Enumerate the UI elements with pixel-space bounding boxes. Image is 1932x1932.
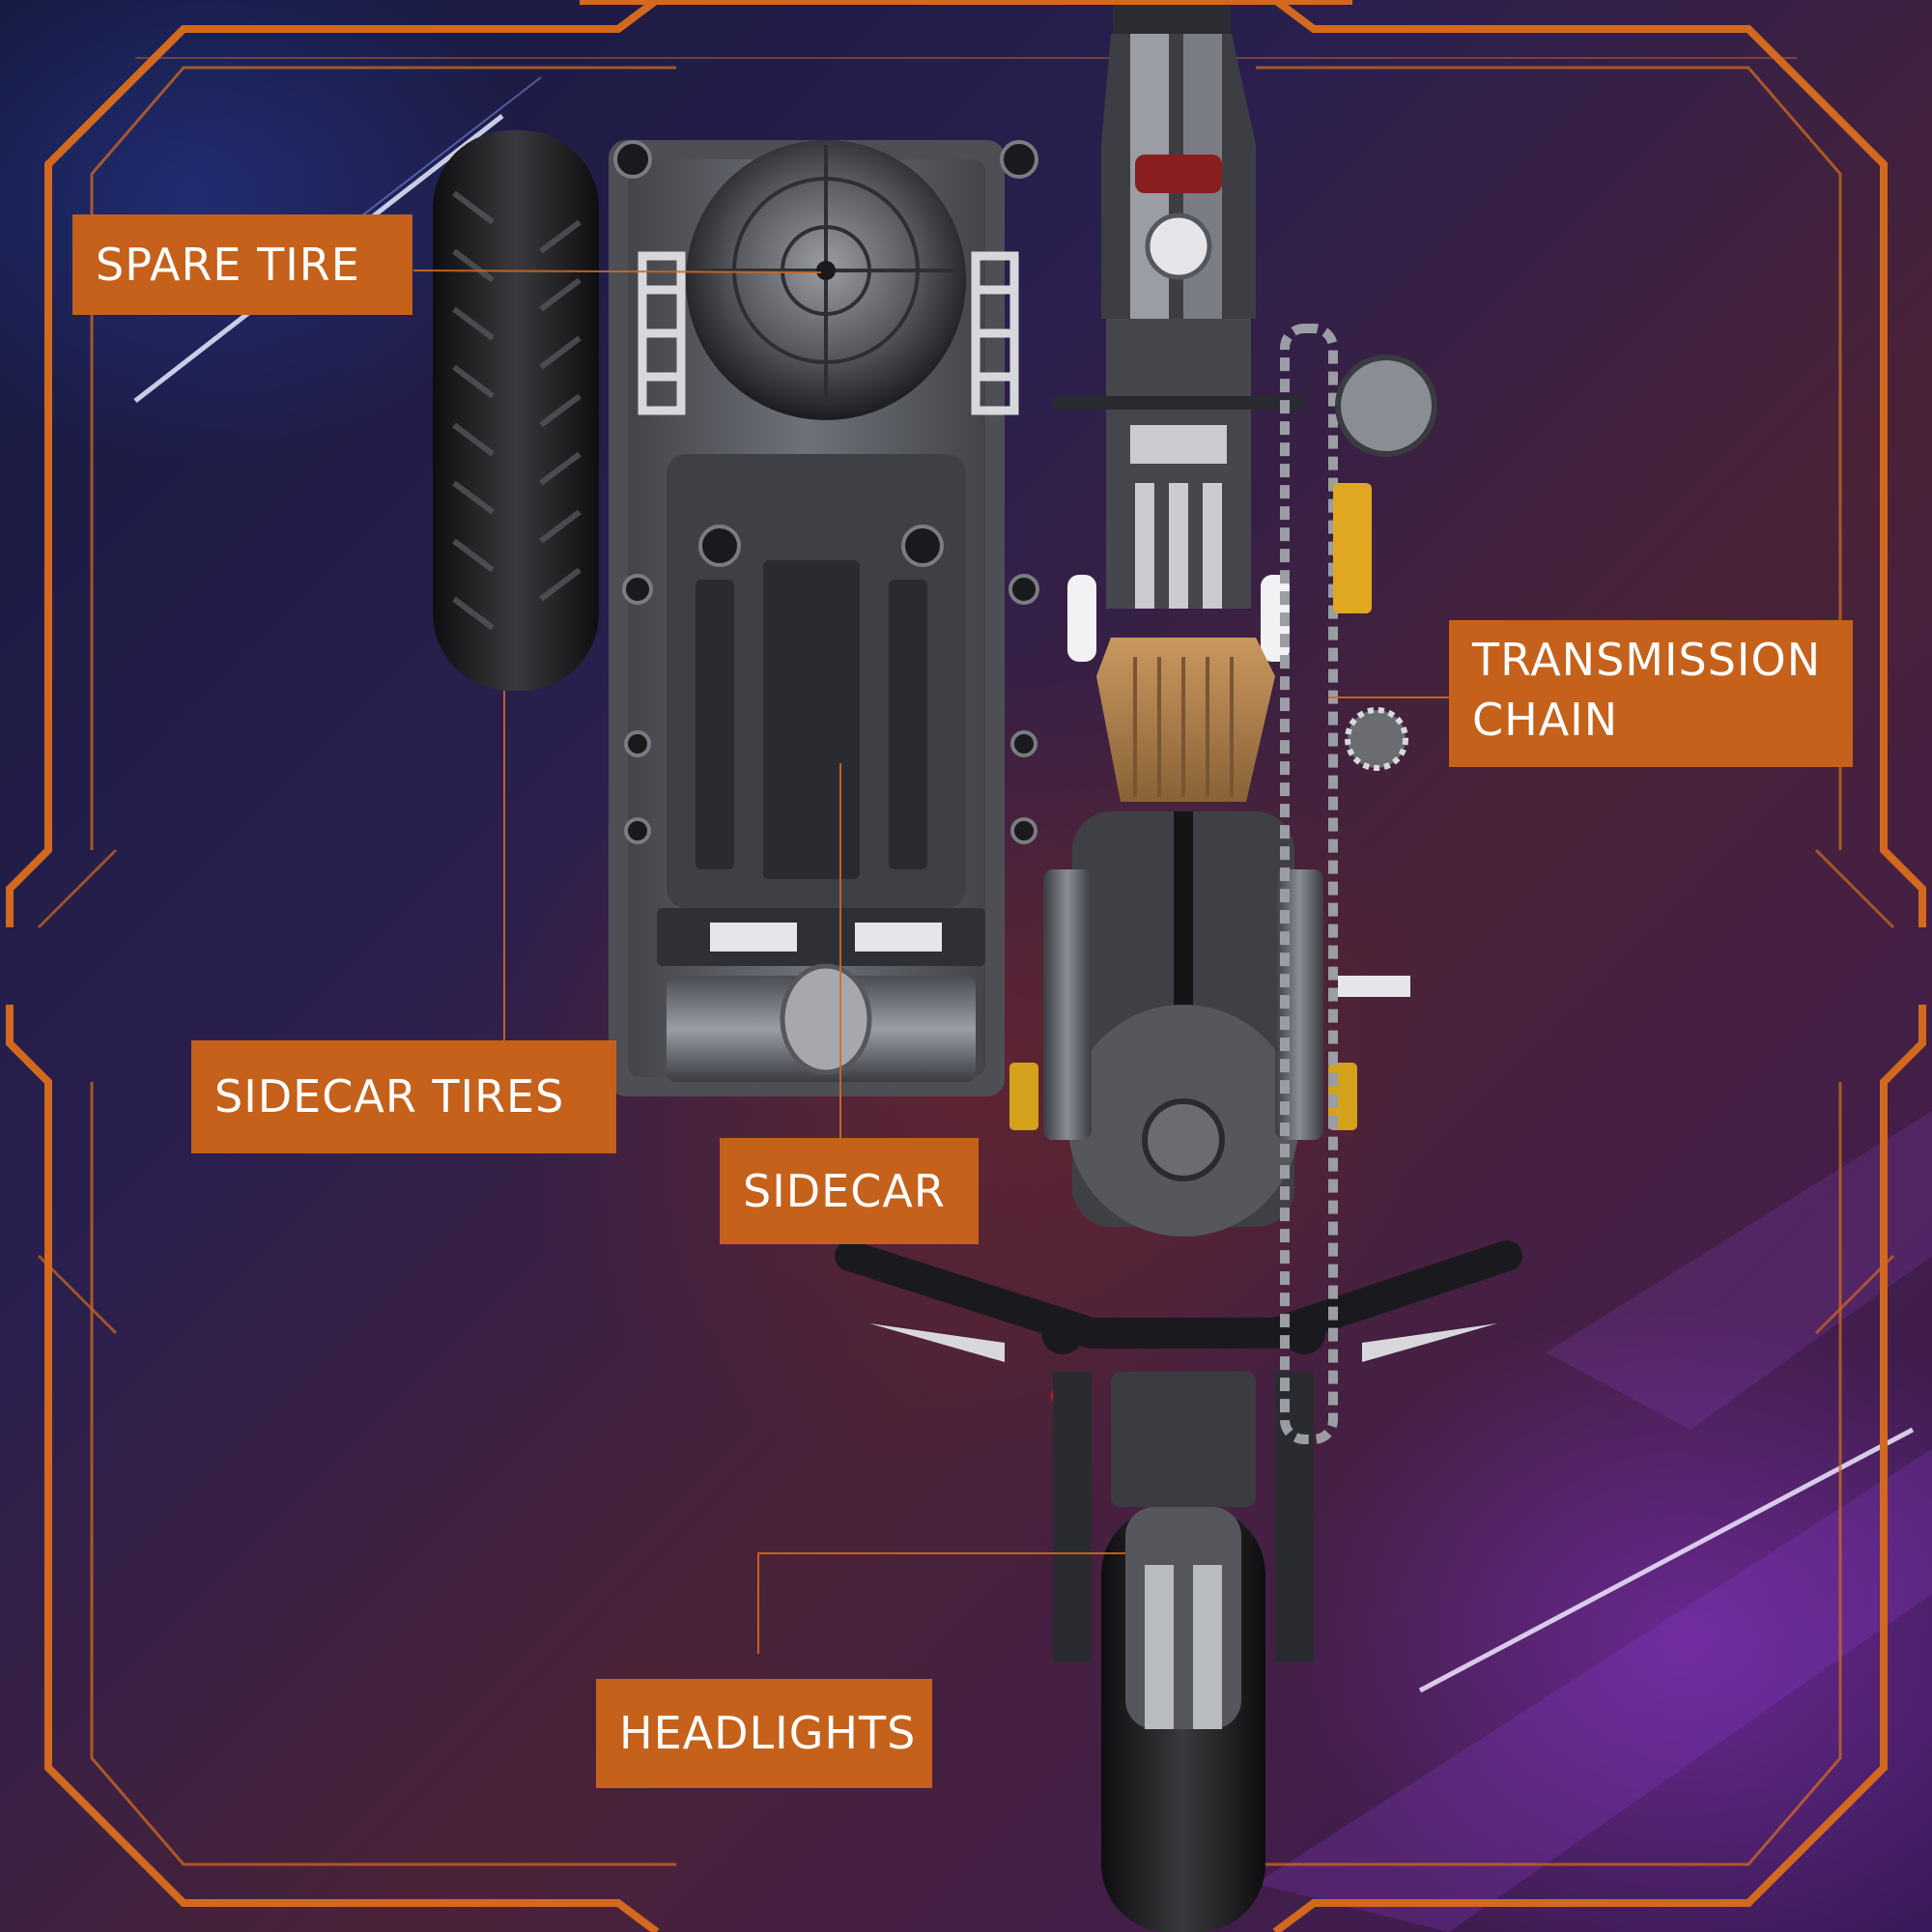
sidecar-tires-label: SIDECAR TIRES bbox=[191, 1040, 616, 1153]
headlights-label-text: HEADLIGHTS bbox=[619, 1707, 917, 1759]
transmission-chain-label-line1: TRANSMISSION bbox=[1472, 634, 1822, 686]
transmission-chain-label: TRANSMISSION CHAIN bbox=[1449, 620, 1853, 767]
spare-tire-label-text: SPARE TIRE bbox=[96, 239, 360, 291]
sidecar-tires-label-text: SIDECAR TIRES bbox=[214, 1070, 565, 1122]
spare-tire bbox=[686, 140, 966, 420]
spare-tire-label: SPARE TIRE bbox=[72, 214, 412, 315]
transmission-chain bbox=[1280, 324, 1437, 1444]
headlights-label: HEADLIGHTS bbox=[596, 1679, 932, 1788]
sidecar-label-text: SIDECAR bbox=[743, 1165, 946, 1217]
sidecar-label: SIDECAR bbox=[720, 1138, 979, 1244]
transmission-chain-label-line2: CHAIN bbox=[1472, 694, 1619, 746]
